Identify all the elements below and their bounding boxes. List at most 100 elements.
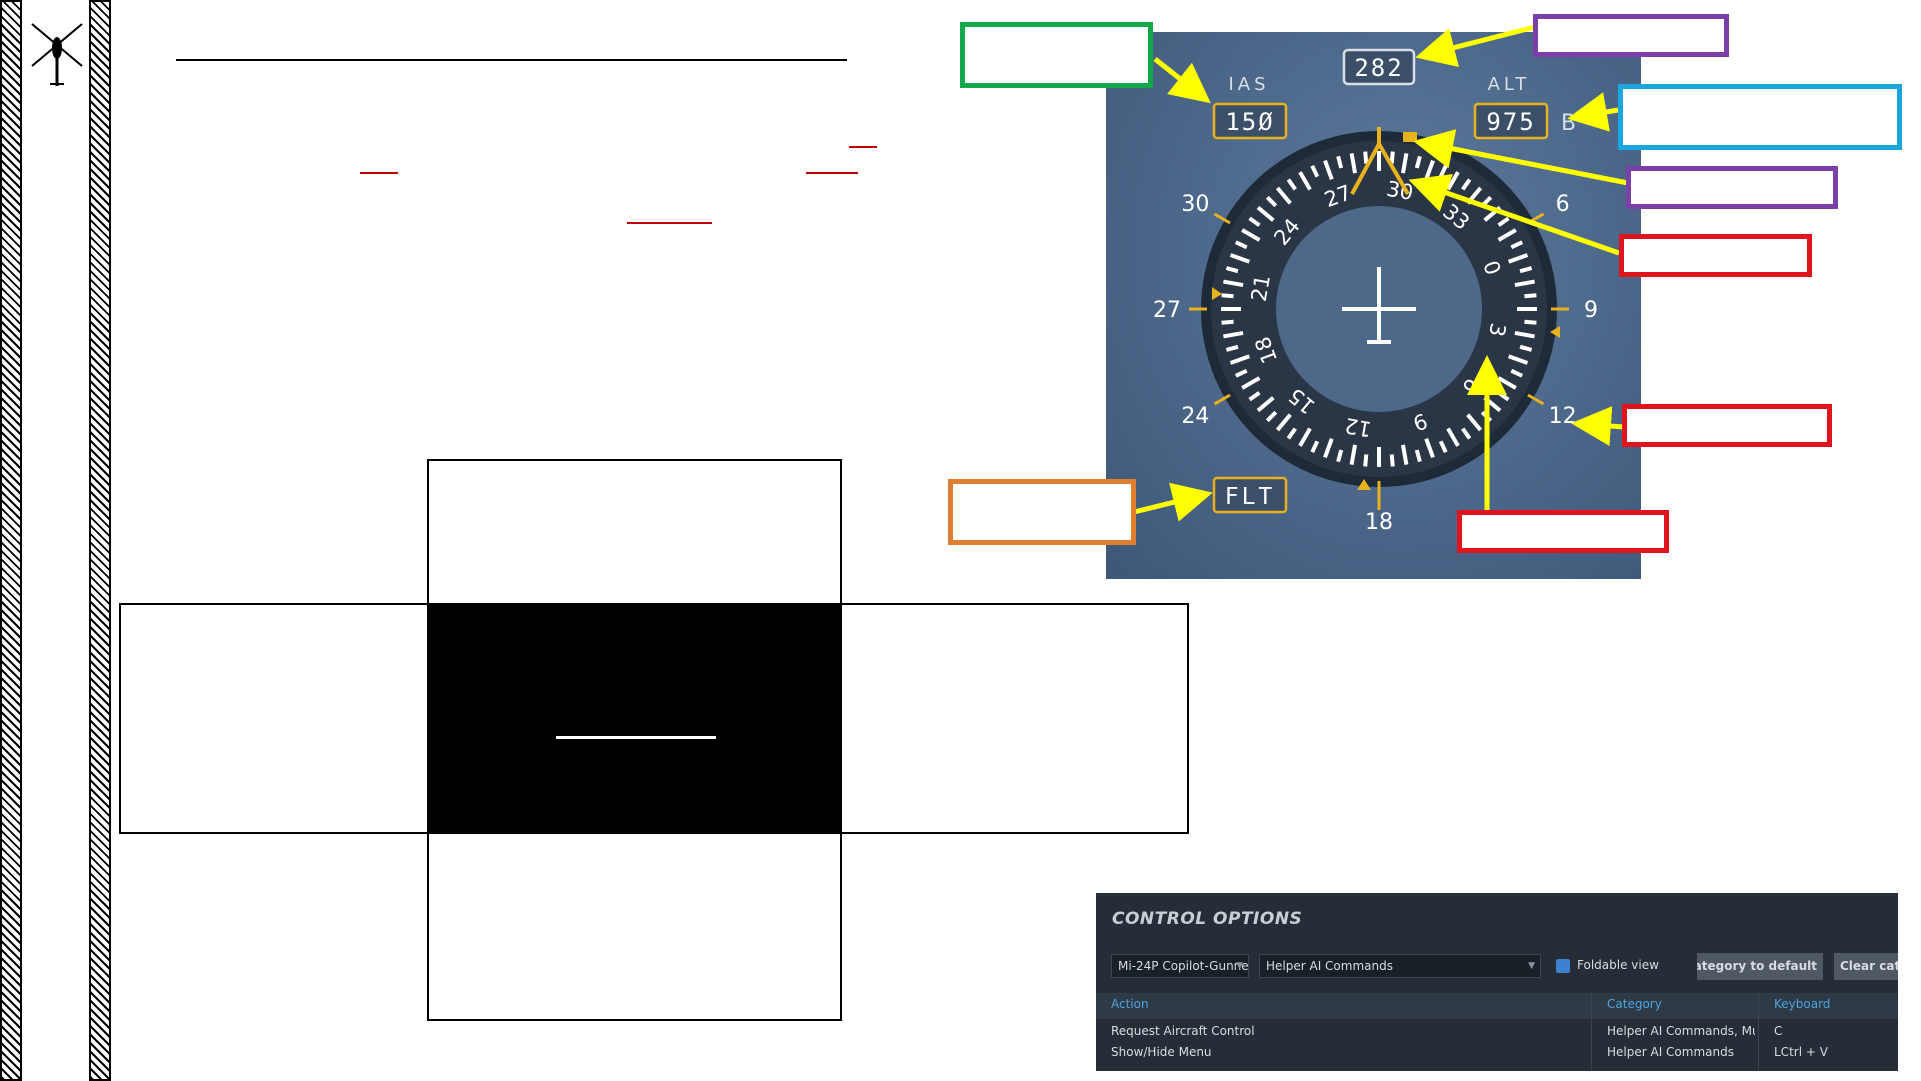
card-tick [1221,293,1234,299]
card-tick [1310,164,1320,178]
helicopter-logo-icon [31,23,83,86]
reset-category-label: Reset category to default [1697,959,1817,973]
card-tick [1310,440,1320,454]
control-options-panel: CONTROL OPTIONS Mi-24P Copilot-Gunner▼ H… [1096,893,1898,1071]
card-tick [1265,410,1278,423]
heading-value: 282 [1354,54,1403,82]
card-tick [1336,155,1344,169]
card-tick [1234,240,1248,250]
card-tick [1349,153,1358,174]
table-row-2-keyboard[interactable]: LCtrl + V [1774,1045,1828,1059]
callout-red-3 [1457,510,1669,553]
card-tick [1424,437,1435,459]
table-row-1-category[interactable]: Helper AI Commands, Multicrew [1607,1024,1755,1038]
table-row-2-category[interactable]: Helper AI Commands [1607,1045,1734,1059]
card-tick [1221,319,1234,325]
outer-scale-label: 9 [1584,298,1598,323]
card-tick [1298,171,1312,191]
outer-scale-label: 6 [1556,192,1570,217]
callout-green [960,22,1153,88]
table-row-1-keyboard[interactable]: C [1774,1024,1783,1038]
column-header-category[interactable]: Category [1607,997,1662,1011]
callout-red-2 [1622,404,1832,447]
card-tick [1275,186,1292,205]
card-tick [1524,319,1537,325]
column-header-keyboard[interactable]: Keyboard [1774,997,1831,1011]
column-header-action[interactable]: Action [1111,997,1149,1011]
link-underline[interactable] [627,222,712,224]
inner-hatch-rail [89,0,111,1081]
column-divider[interactable] [1758,993,1759,1071]
table-header [1096,993,1898,1019]
chevron-down-icon: ▼ [1528,961,1535,971]
callout-red-1 [1619,234,1812,277]
card-tick [1349,444,1358,465]
card-tick [1519,266,1533,274]
control-options-title: CONTROL OPTIONS [1112,909,1303,929]
aircraft-select-value: Mi-24P Copilot-Gunner [1118,959,1249,973]
card-tick [1514,279,1535,288]
card-tick [1466,413,1483,432]
card-tick [1234,368,1248,378]
arrow-heading [1415,24,1536,67]
aircraft-select[interactable]: Mi-24P Copilot-Gunner▼ [1111,954,1249,978]
callout-cyan [1618,84,1902,150]
card-tick [1241,228,1261,242]
card-tick [1323,437,1334,459]
column-divider[interactable] [1591,993,1592,1071]
card-tick [1438,440,1448,454]
card-tick [1256,396,1275,413]
category-select[interactable]: Helper AI Commands▼ [1259,954,1541,978]
table-row-2-action[interactable]: Show/Hide Menu [1111,1045,1212,1059]
link-underline[interactable] [360,172,398,174]
card-tick [1389,151,1395,164]
card-tick [1223,279,1244,288]
card-tick [1229,253,1251,264]
outer-tick [1213,393,1231,406]
title-rule [176,59,847,61]
table-row-1-action[interactable]: Request Aircraft Control [1111,1024,1255,1038]
outer-tick [1527,393,1545,406]
card-label: 3 [1484,321,1510,338]
card-tick [1510,240,1524,250]
card-label: 12 [1343,413,1373,441]
card-tick [1461,427,1472,440]
mode-value: FLT [1225,484,1276,510]
foldable-view-checkbox[interactable] [1556,959,1570,973]
card-tick [1400,444,1409,465]
bottom-box [427,832,842,1021]
outer-tick [1213,212,1231,225]
card-tick [1336,449,1344,463]
clear-category-label: Clear category [1840,959,1898,973]
ias-value: 15Ø [1225,108,1274,136]
outer-scale-label: 30 [1181,192,1209,217]
card-tick [1225,266,1239,274]
heading-needle-icon [1350,127,1410,196]
card-tick [1514,330,1535,339]
card-tick [1229,354,1251,365]
card-tick [1298,427,1312,447]
card-tick [1248,391,1261,402]
card-tick [1519,344,1533,352]
card-tick [1461,178,1472,191]
card-label: 21 [1247,273,1275,303]
foldable-view-label: Foldable view [1577,958,1659,972]
card-tick [1389,454,1395,467]
arrow-mode [1133,482,1213,522]
card-tick [1241,376,1261,390]
arrow-outer-scale [1571,406,1625,447]
card-tick [1510,368,1524,378]
card-tick [1497,216,1510,227]
arrow-ias [1153,57,1211,104]
heading-window [1342,48,1416,86]
link-underline[interactable] [849,146,877,148]
card-tick [1363,151,1369,164]
card-tick [1323,159,1334,181]
reset-category-button[interactable]: Reset category to default [1697,953,1823,980]
clear-category-button[interactable]: Clear category [1834,953,1898,980]
link-underline[interactable] [806,172,858,174]
outer-scale-label: 24 [1181,404,1209,429]
